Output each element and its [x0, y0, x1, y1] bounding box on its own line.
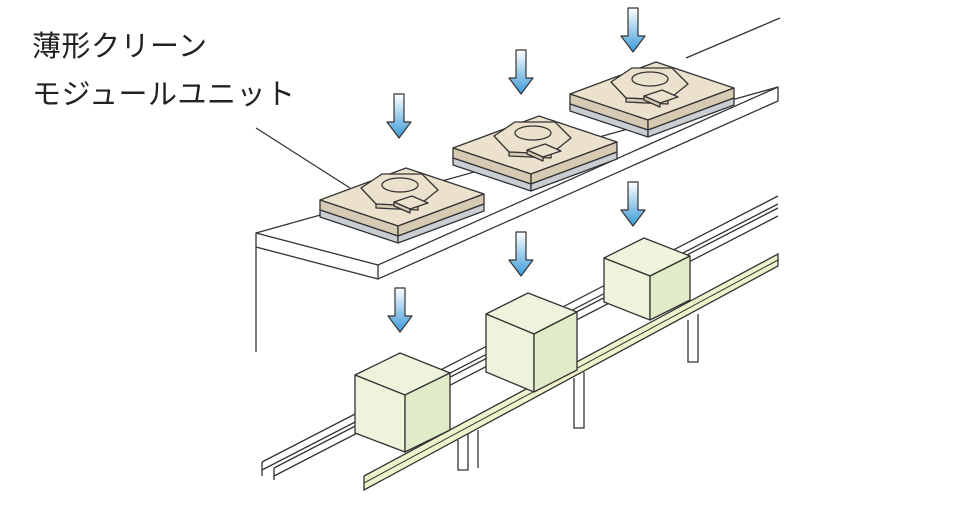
- filter-layer-right: [397, 203, 485, 244]
- conveyor-leg: [457, 434, 469, 471]
- airflow-arrow: [387, 287, 413, 333]
- airflow-arrow: [386, 93, 412, 139]
- control-box-side: [526, 149, 544, 162]
- ceiling-panel-edge: [255, 232, 379, 266]
- product-cube: [354, 352, 451, 453]
- clean-module-unit: [319, 167, 485, 244]
- module-label-line-2: モジュールユニット: [32, 77, 296, 111]
- filter-layer-right: [530, 151, 618, 192]
- control-box-side: [643, 95, 661, 108]
- control-box-side: [393, 201, 411, 214]
- fan-ring: [631, 71, 669, 87]
- background-line: [685, 17, 781, 59]
- airflow-arrow: [508, 231, 534, 277]
- conveyor-leg: [687, 314, 699, 363]
- product-cube: [603, 237, 691, 321]
- ceiling-panel-edge: [377, 86, 779, 266]
- clean-module-unit: [569, 61, 735, 138]
- fan-ring: [381, 177, 419, 193]
- product-cube: [485, 292, 578, 393]
- module-label-line-1: 薄形クリーン: [32, 29, 208, 63]
- airflow-arrow: [620, 7, 646, 53]
- airflow-arrow: [508, 49, 534, 95]
- conveyor-leg: [573, 372, 585, 429]
- filter-layer-right: [647, 97, 735, 138]
- clean-module-unit: [452, 115, 618, 192]
- airflow-arrow: [620, 181, 646, 227]
- label-leader-line: [255, 127, 351, 189]
- fan-ring: [514, 125, 552, 141]
